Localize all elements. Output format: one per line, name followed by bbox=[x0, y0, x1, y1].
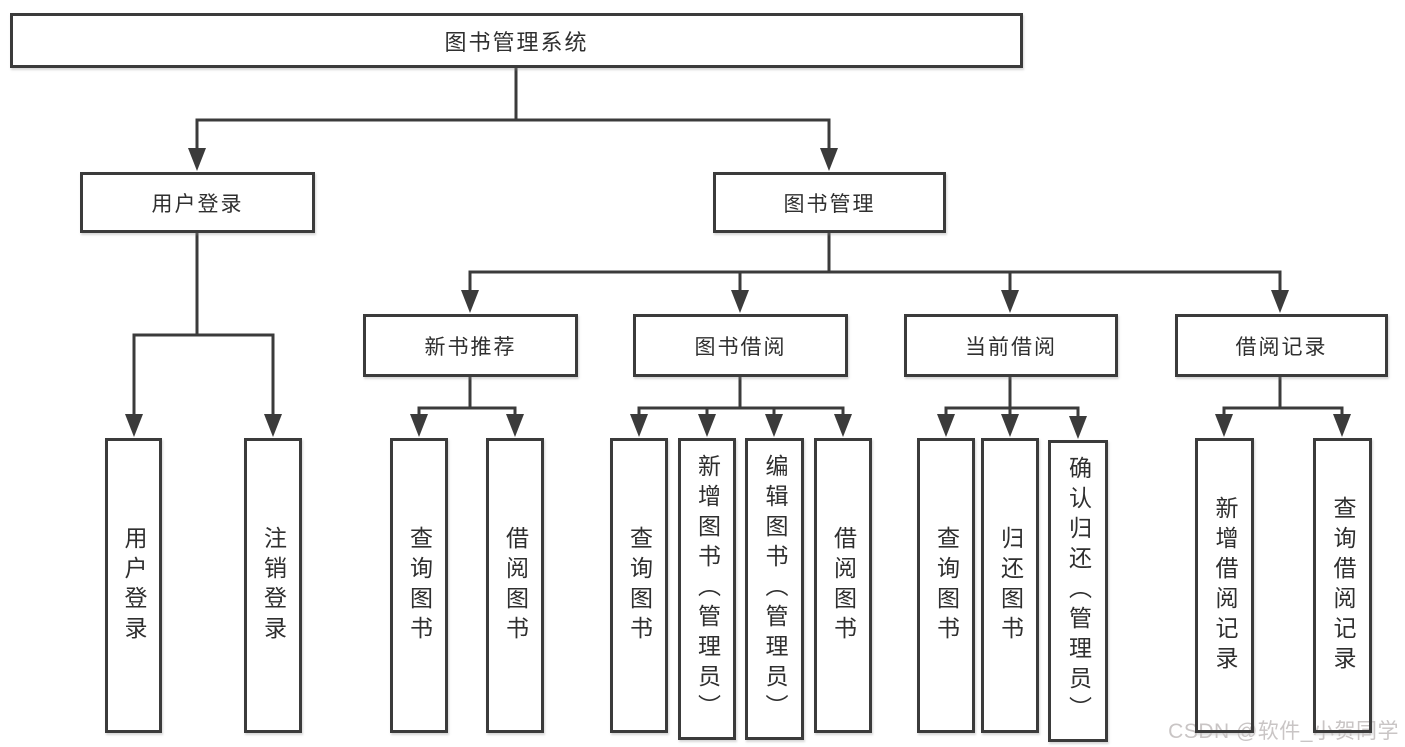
node-leaf-return-book: 归还图书 bbox=[981, 438, 1039, 733]
node-label: 借阅图书 bbox=[502, 525, 529, 646]
arrowhead-icon bbox=[1001, 290, 1019, 313]
node-label: 图书管理 bbox=[783, 192, 876, 216]
arrowhead-icon bbox=[125, 414, 143, 437]
arrowhead-icon bbox=[410, 414, 428, 437]
arrowhead-icon bbox=[1069, 416, 1087, 439]
arrowhead-icon bbox=[834, 414, 852, 437]
arrowhead-icon bbox=[506, 414, 524, 437]
node-leaf-query-books-borrowing: 查询图书 bbox=[610, 438, 668, 733]
node-leaf-query-books-recommend: 查询图书 bbox=[390, 438, 448, 733]
node-root-library-management-system: 图书管理系统 bbox=[10, 13, 1023, 68]
node-leaf-confirm-return-admin: 确认归还（管理员） bbox=[1048, 440, 1108, 742]
arrowhead-icon bbox=[765, 414, 783, 437]
connector-user-login-to-leaves bbox=[125, 233, 282, 437]
node-leaf-edit-book-admin: 编辑图书（管理员） bbox=[745, 438, 804, 740]
node-branch-book-management: 图书管理 bbox=[713, 172, 946, 233]
node-leaf-query-books-current: 查询图书 bbox=[917, 438, 975, 733]
node-label: 新增借阅记录 bbox=[1212, 495, 1238, 676]
node-label: 用户登录 bbox=[151, 192, 244, 216]
connector-root-to-level2 bbox=[188, 68, 838, 171]
node-leaf-query-borrowing-record: 查询借阅记录 bbox=[1313, 438, 1372, 733]
node-label: 图书管理系统 bbox=[444, 29, 589, 55]
csdn-watermark: CSDN @软件_小贺同学 bbox=[1168, 720, 1399, 743]
arrowhead-icon bbox=[937, 414, 955, 437]
arrowhead-icon bbox=[1001, 414, 1019, 437]
connector-new-book-recommendation-to-leaves bbox=[410, 377, 524, 437]
node-label: 当前借阅 bbox=[965, 335, 1057, 359]
arrowhead-icon bbox=[1215, 414, 1233, 437]
node-label: 借阅图书 bbox=[830, 525, 857, 646]
node-label: 注销登录 bbox=[260, 525, 287, 646]
connector-book-borrowing-to-leaves bbox=[630, 377, 852, 437]
node-label: 查询图书 bbox=[933, 525, 960, 646]
node-group-book-borrowing: 图书借阅 bbox=[633, 314, 848, 377]
node-label: 编辑图书（管理员） bbox=[762, 454, 788, 724]
arrowhead-icon bbox=[630, 414, 648, 437]
node-label: 查询图书 bbox=[406, 525, 433, 646]
node-leaf-user-login: 用户登录 bbox=[105, 438, 162, 733]
node-label: 查询图书 bbox=[626, 525, 653, 646]
node-label: 归还图书 bbox=[997, 525, 1024, 646]
node-label: 查询借阅记录 bbox=[1330, 495, 1356, 676]
node-group-borrowing-records: 借阅记录 bbox=[1175, 314, 1388, 377]
arrowhead-icon bbox=[1333, 414, 1351, 437]
arrowhead-icon bbox=[731, 290, 749, 313]
node-group-new-book-recommendation: 新书推荐 bbox=[363, 314, 578, 377]
node-label: 用户登录 bbox=[121, 525, 147, 646]
arrowhead-icon bbox=[264, 414, 282, 437]
arrowhead-icon bbox=[698, 414, 716, 437]
arrowhead-icon bbox=[820, 148, 838, 171]
arrowhead-icon bbox=[188, 148, 206, 171]
node-leaf-borrow-books-borrowing: 借阅图书 bbox=[814, 438, 872, 733]
node-label: 借阅记录 bbox=[1235, 335, 1328, 359]
node-label: 确认归还（管理员） bbox=[1065, 456, 1092, 726]
node-label: 新增图书（管理员） bbox=[694, 454, 721, 724]
connector-current-borrowing-to-leaves bbox=[937, 377, 1087, 439]
node-label: 新书推荐 bbox=[424, 335, 517, 359]
node-label: 图书借阅 bbox=[694, 335, 787, 359]
arrowhead-icon bbox=[461, 290, 479, 313]
connector-book-management-to-groups bbox=[461, 233, 1289, 313]
node-leaf-logout: 注销登录 bbox=[244, 438, 302, 733]
arrowhead-icon bbox=[1271, 290, 1289, 313]
node-branch-user-login: 用户登录 bbox=[80, 172, 315, 233]
node-leaf-add-borrowing-record: 新增借阅记录 bbox=[1195, 438, 1254, 733]
node-leaf-borrow-books-recommend: 借阅图书 bbox=[486, 438, 544, 733]
connector-borrowing-records-to-leaves bbox=[1215, 377, 1351, 437]
node-leaf-add-book-admin: 新增图书（管理员） bbox=[678, 438, 736, 740]
node-group-current-borrowing: 当前借阅 bbox=[904, 314, 1118, 377]
